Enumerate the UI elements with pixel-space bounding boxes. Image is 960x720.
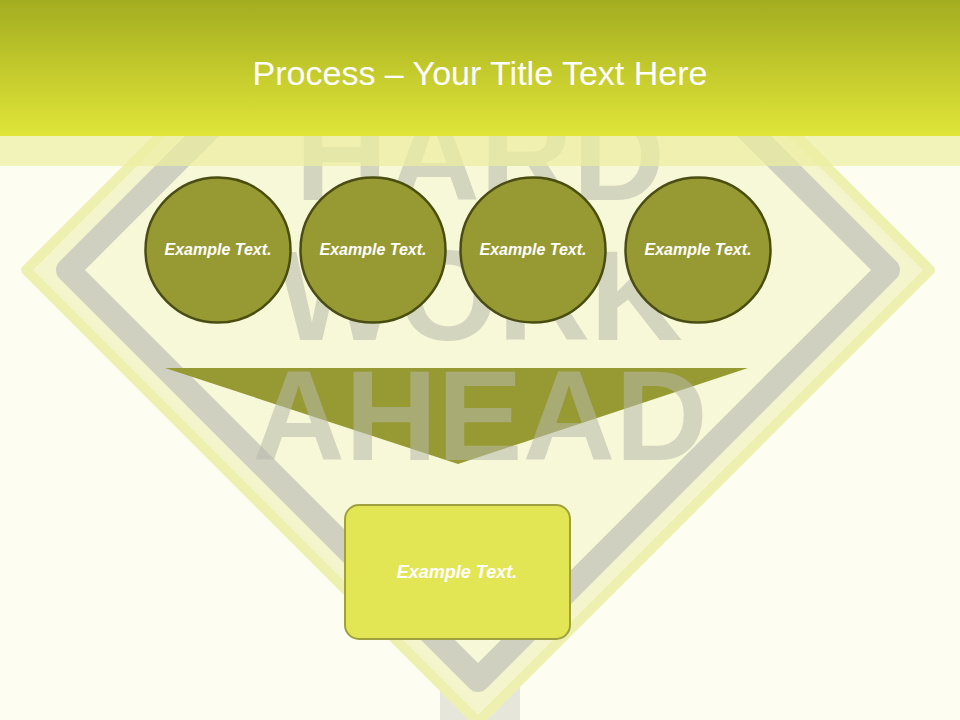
result-box: Example Text. bbox=[344, 504, 571, 640]
process-circle: Example Text. bbox=[299, 176, 447, 324]
circle-shape bbox=[626, 178, 771, 323]
process-circle: Example Text. bbox=[144, 176, 292, 324]
circle-shape bbox=[301, 178, 446, 323]
node-label: Example Text. bbox=[479, 238, 586, 261]
watermark-text: AHEAD bbox=[0, 352, 960, 480]
process-circle: Example Text. bbox=[624, 176, 772, 324]
box-shape bbox=[345, 505, 570, 639]
circle-shape bbox=[461, 178, 606, 323]
slide-title: Process – Your Title Text Here bbox=[0, 54, 960, 93]
header-band bbox=[0, 136, 960, 166]
process-circle: Example Text. bbox=[459, 176, 607, 324]
node-label: Example Text. bbox=[644, 238, 751, 261]
node-label: Example Text. bbox=[164, 238, 271, 261]
node-label: Example Text. bbox=[397, 559, 517, 585]
node-label: Example Text. bbox=[319, 238, 426, 261]
circle-shape bbox=[146, 178, 291, 323]
